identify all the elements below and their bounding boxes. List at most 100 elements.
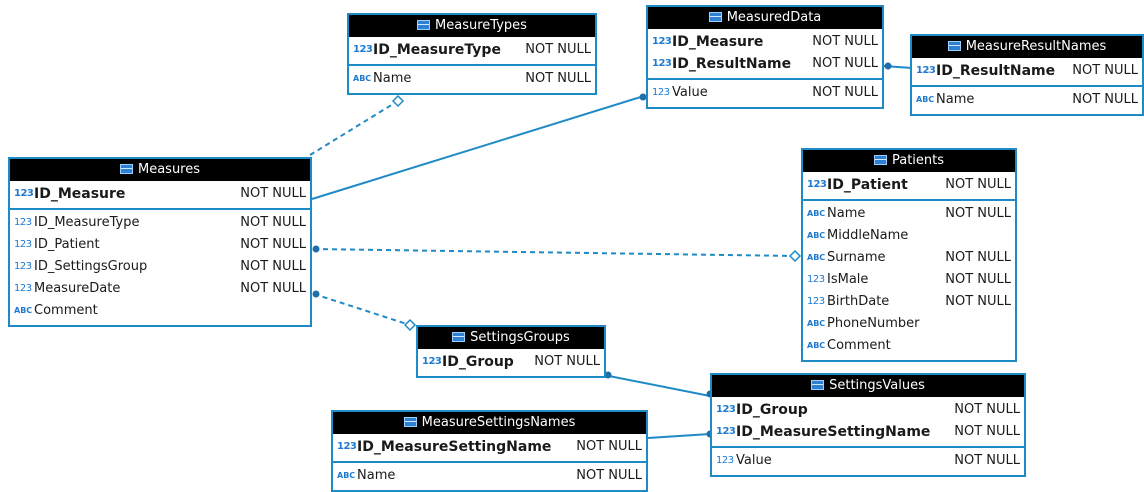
column-name: ID_MeasureSettingName xyxy=(736,424,931,440)
table-icon xyxy=(403,417,417,427)
numeric-type-icon: 123 xyxy=(353,44,373,55)
nullability-label: NOT NULL xyxy=(576,439,642,454)
nullability-label: NOT NULL xyxy=(534,354,600,369)
numeric-type-icon: 123 xyxy=(807,179,827,190)
rel-measures-measureddata[interactable] xyxy=(311,95,645,200)
rel-endpoint-dot xyxy=(604,371,612,379)
table-title: MeasureResultNames xyxy=(965,39,1107,54)
text-type-icon: ABC xyxy=(807,319,826,328)
table-header: MeasureSettingsNames xyxy=(333,412,646,434)
column-name: ID_MeasureSettingName xyxy=(357,439,552,455)
column-name: ID_Patient xyxy=(34,237,100,252)
column-name: MiddleName xyxy=(827,228,909,243)
column-name: Value xyxy=(672,85,708,100)
column-name: Value xyxy=(736,453,772,468)
numeric-type-icon: 123 xyxy=(422,356,442,367)
column-name: ID_ResultName xyxy=(672,56,792,72)
numeric-type-icon: 123 xyxy=(652,36,672,47)
text-type-icon: ABC xyxy=(916,95,935,104)
table-title: Patients xyxy=(891,153,945,168)
numeric-type-icon: 123 xyxy=(14,261,32,272)
text-type-icon: ABC xyxy=(807,231,826,240)
nullability-label: NOT NULL xyxy=(525,71,591,86)
column-name: ID_ResultName xyxy=(936,63,1056,79)
nullability-label: NOT NULL xyxy=(240,186,306,201)
nullability-label: NOT NULL xyxy=(812,34,878,49)
numeric-type-icon: 123 xyxy=(652,58,672,69)
table-title: MeasuredData xyxy=(726,10,822,25)
numeric-type-icon: 123 xyxy=(716,426,736,437)
table-title: MeasureTypes xyxy=(435,18,527,33)
rel-endpoint-dot xyxy=(312,290,320,298)
numeric-type-icon: 123 xyxy=(916,65,936,76)
rel-measures-measuretypes[interactable] xyxy=(309,100,399,156)
column-name: ID_Group xyxy=(442,354,514,370)
rel-settingsgroups-settingsvalues[interactable] xyxy=(603,374,711,397)
nullability-label: NOT NULL xyxy=(1072,63,1138,78)
column-name: PhoneNumber xyxy=(827,316,920,331)
table-header: SettingsValues xyxy=(712,375,1024,397)
rel-settingsnames-settingsvalues[interactable] xyxy=(647,433,711,439)
text-type-icon: ABC xyxy=(353,74,372,83)
nullability-label: NOT NULL xyxy=(1072,92,1138,107)
column-name: ID_MeasureType xyxy=(34,215,140,230)
nullability-label: NOT NULL xyxy=(945,250,1011,265)
table-header: MeasureResultNames xyxy=(912,36,1142,58)
table-header: MeasuredData xyxy=(648,7,882,29)
rel-measures-patients[interactable] xyxy=(313,248,796,257)
nullability-label: NOT NULL xyxy=(240,237,306,252)
text-type-icon: ABC xyxy=(337,471,356,480)
rel-measures-settingsgroups[interactable] xyxy=(313,293,411,326)
table-title: MeasureSettingsNames xyxy=(421,415,576,430)
rel-endpoint-diamond xyxy=(403,318,417,332)
numeric-type-icon: 123 xyxy=(14,239,32,250)
table-icon xyxy=(947,41,961,51)
numeric-type-icon: 123 xyxy=(716,404,736,415)
numeric-type-icon: 123 xyxy=(14,283,32,294)
nullability-label: NOT NULL xyxy=(945,177,1011,192)
numeric-type-icon: 123 xyxy=(14,188,34,199)
